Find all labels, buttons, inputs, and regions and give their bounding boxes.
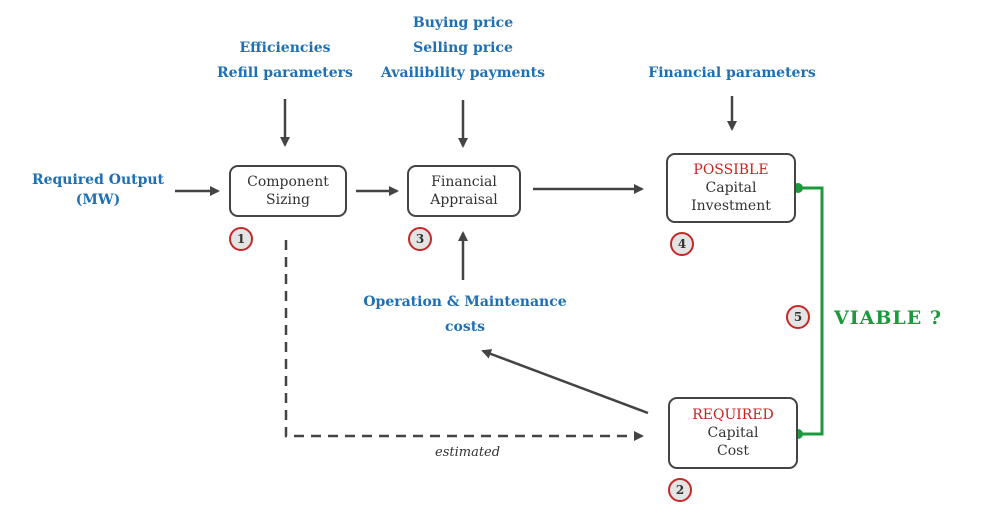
financial-parameters-label: Financial parameters	[648, 65, 816, 81]
component-sizing-box: Component Sizing	[229, 165, 347, 217]
dashed-estimated-path	[284, 240, 644, 441]
possible-qualifier: POSSIBLE	[693, 162, 769, 178]
sizing-inputs-label: Efficiencies Refill parameters	[217, 40, 353, 81]
step-1-badge: 1	[229, 227, 253, 251]
step-5-badge: 5	[786, 305, 810, 329]
step-3-badge: 3	[408, 227, 432, 251]
possible-capital-investment-box: POSSIBLE Capital Investment	[666, 153, 796, 223]
arrow-cost-to-om	[481, 349, 649, 415]
required-capital-cost-box: REQUIRED Capital Cost	[668, 397, 798, 469]
required-output-label: Required Output (MW)	[31, 172, 165, 208]
appraisal-inputs-label: Buying price Selling price Availibility …	[381, 15, 545, 81]
viable-bracket	[798, 186, 824, 436]
required-qualifier: REQUIRED	[692, 407, 774, 423]
step-4-badge: 4	[670, 232, 694, 256]
financial-appraisal-box: Financial Appraisal	[407, 165, 521, 217]
om-costs-label: Operation & Maintenance costs	[363, 294, 567, 335]
estimated-label: estimated	[435, 445, 501, 460]
viable-label: VIABLE ?	[834, 307, 943, 329]
step-2-badge: 2	[668, 478, 692, 502]
